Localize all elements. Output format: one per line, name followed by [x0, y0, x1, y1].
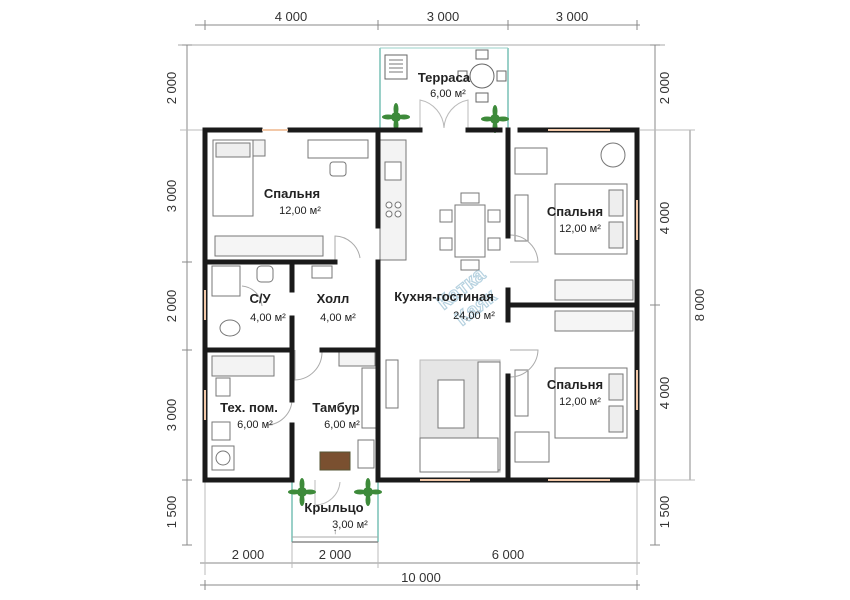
dim-bottom-total: 10 000	[401, 570, 441, 585]
dim-right-3: 4 000	[657, 377, 672, 410]
cabinet-icon	[357, 439, 375, 469]
porch-arrow-icon: ↑	[333, 527, 337, 536]
room-vestibule-name: Тамбур	[312, 400, 359, 415]
dim-right-total: 8 000	[692, 289, 707, 322]
door-swings	[241, 234, 539, 426]
armchair-icon	[514, 431, 550, 463]
dim-left-2: 3 000	[164, 180, 179, 213]
dim-left-5: 1 500	[164, 496, 179, 529]
dim-right-4: 1 500	[657, 496, 672, 529]
plant-icon	[382, 103, 410, 131]
dim-right-1: 2 000	[657, 72, 672, 105]
dim-bottom-3: 6 000	[492, 547, 525, 562]
room-bedroom3-area: 12,00 м²	[559, 396, 601, 408]
washbasin-icon	[256, 265, 274, 283]
room-vestibule-area: 6,00 м²	[324, 419, 360, 431]
kitchen-counter	[379, 139, 407, 261]
room-porch-name: Крыльцо	[304, 500, 363, 515]
room-bedroom3-name: Спальня	[547, 377, 603, 392]
room-kitchen-name: Кухня-гостиная	[394, 289, 494, 304]
grill-icon	[384, 54, 408, 80]
furniture	[211, 139, 634, 473]
dim-top-3: 3 000	[556, 9, 589, 24]
dim-bottom-1: 2 000	[232, 547, 265, 562]
boiler-icon	[211, 355, 275, 377]
porch: ↑	[288, 478, 382, 543]
plant-icon	[481, 105, 509, 133]
toilet-icon	[219, 319, 241, 337]
wardrobe-icon	[554, 279, 634, 301]
terrace	[379, 47, 509, 133]
sink-icon	[384, 161, 402, 181]
room-bathroom-name: С/У	[249, 291, 271, 306]
room-bedroom1-name: Спальня	[264, 186, 320, 201]
room-hall-name: Холл	[317, 291, 350, 306]
dim-bottom-2: 2 000	[319, 547, 352, 562]
water-heater-icon	[211, 421, 231, 441]
sink-icon	[215, 377, 231, 397]
room-bedroom2-area: 12,00 м²	[559, 223, 601, 235]
dimension-lines	[178, 20, 695, 590]
wardrobe-icon	[554, 310, 634, 332]
armchair-icon	[514, 147, 548, 175]
shower-icon	[211, 265, 241, 297]
walls	[202, 127, 640, 483]
room-bathroom-area: 4,00 м²	[250, 312, 286, 324]
plant-icon	[354, 478, 382, 506]
dim-left-3: 2 000	[164, 290, 179, 323]
room-porch-area: 3,00 м²	[332, 519, 368, 531]
desk-icon	[307, 139, 369, 159]
room-terrace-name: Терраса	[418, 70, 471, 85]
room-bedroom1-area: 12,00 м²	[279, 205, 321, 217]
room-tech-area: 6,00 м²	[237, 419, 273, 431]
door-mat-icon	[319, 451, 351, 471]
coffee-table-icon	[437, 379, 465, 429]
room-tech-name: Тех. пом.	[220, 400, 278, 415]
room-hall-area: 4,00 м²	[320, 312, 356, 324]
windows	[204, 129, 638, 481]
dim-top-1: 4 000	[275, 9, 308, 24]
dim-left-4: 3 000	[164, 399, 179, 432]
dining-table-icon	[454, 204, 486, 258]
wardrobe-icon	[214, 235, 324, 257]
room-terrace-area: 6,00 м²	[430, 88, 466, 100]
round-table-icon	[457, 49, 507, 103]
room-kitchen-area: 24,00 м²	[453, 310, 495, 322]
round-chair-icon	[600, 142, 626, 168]
room-bedroom2-name: Спальня	[547, 204, 603, 219]
plant-icon	[288, 478, 316, 506]
dim-left-1: 2 000	[164, 72, 179, 105]
dim-right-2: 4 000	[657, 202, 672, 235]
dim-top-2: 3 000	[427, 9, 460, 24]
